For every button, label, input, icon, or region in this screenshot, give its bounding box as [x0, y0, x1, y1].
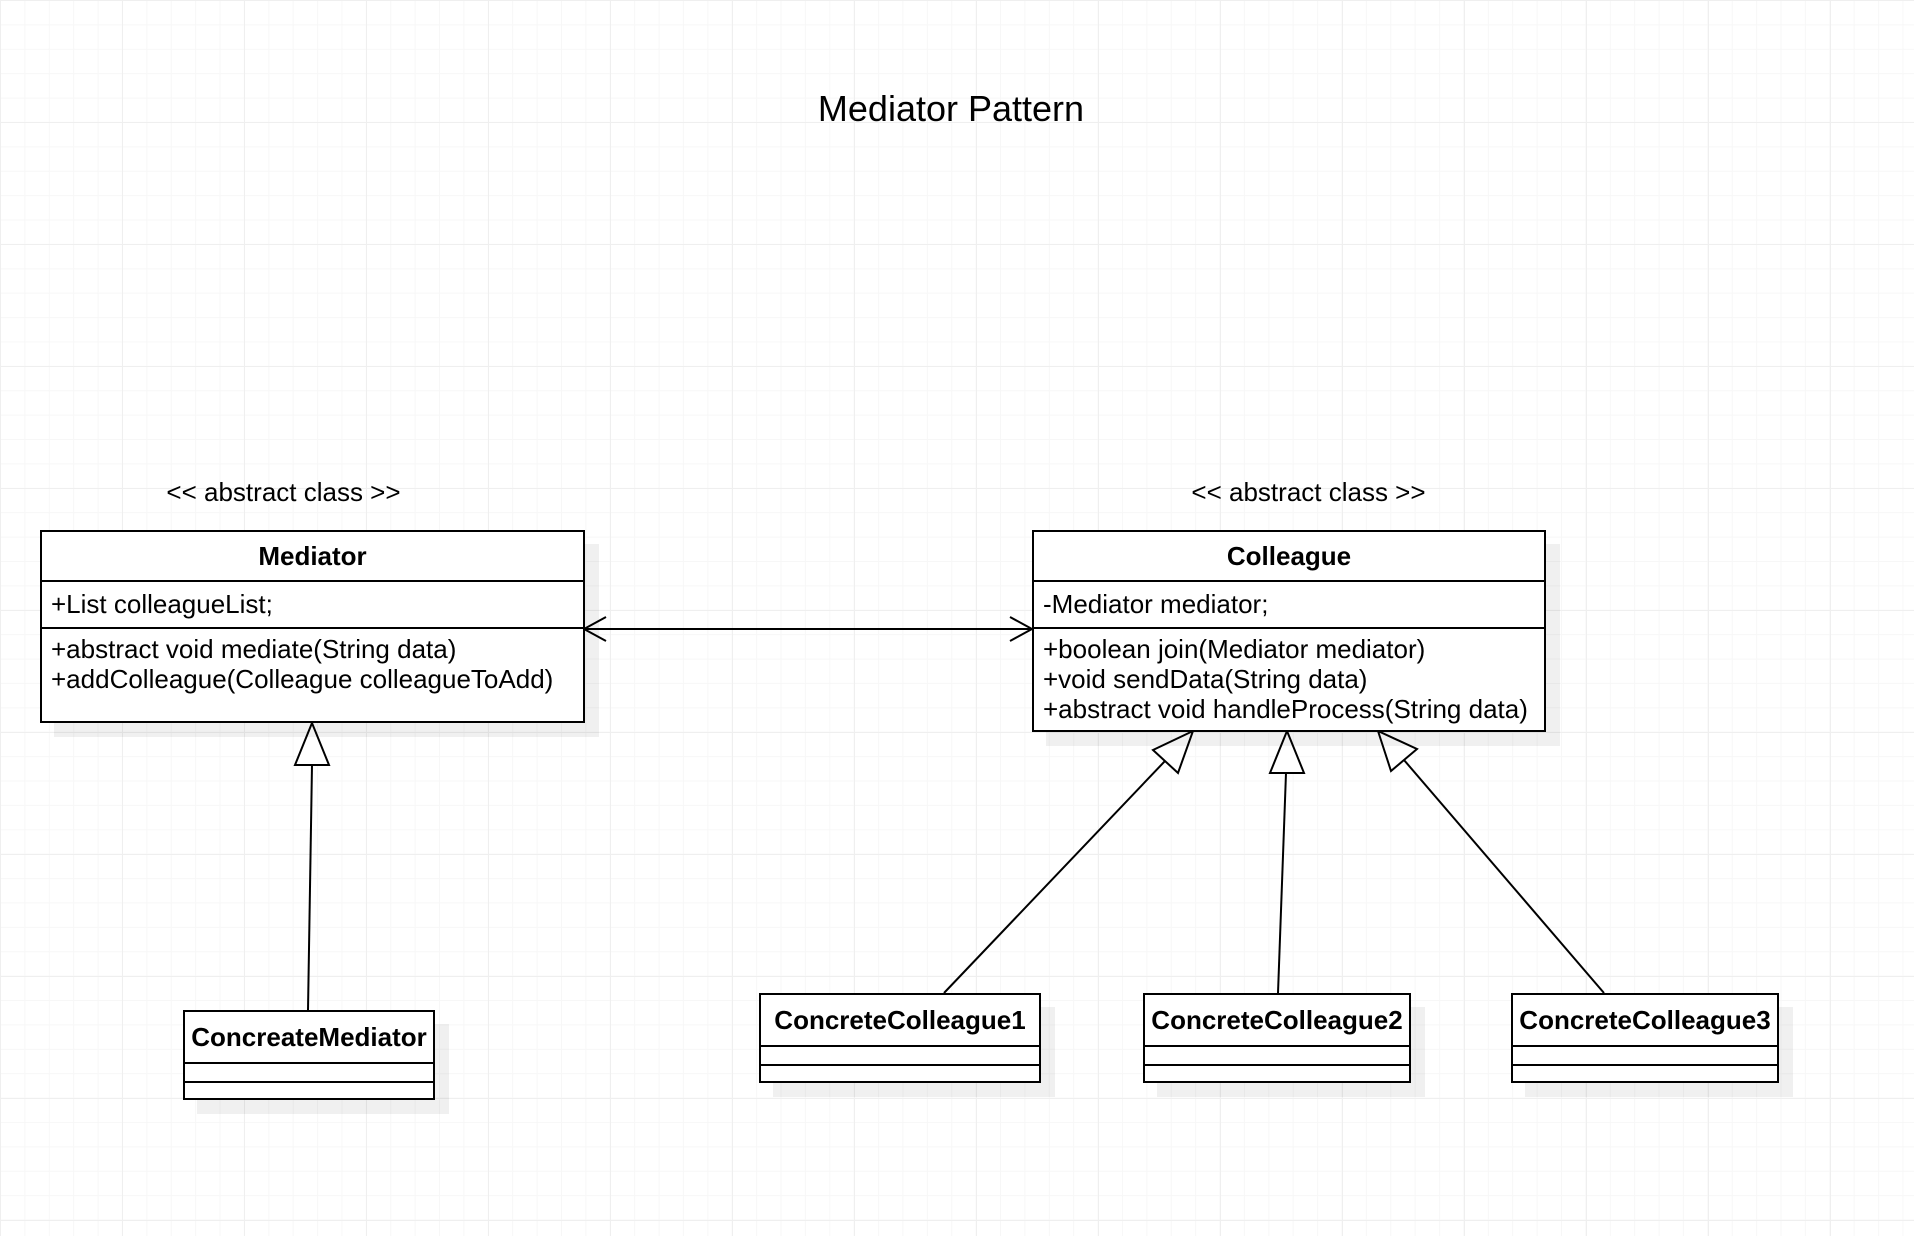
operation: +addColleague(Colleague colleagueToAdd) [51, 664, 554, 694]
operation: +boolean join(Mediator mediator) [1043, 634, 1426, 664]
class-concretecolleague1[interactable]: ConcreteColleague1 [759, 993, 1041, 1083]
generalization-concreatemediator-mediator[interactable] [293, 720, 331, 1011]
class-name: Mediator [42, 532, 583, 582]
class-name: ConcreteColleague1 [761, 995, 1039, 1047]
generalization-triangle [1268, 728, 1306, 774]
class-attributes: -Mediator mediator; [1034, 582, 1544, 629]
diagram-title: Mediator Pattern [817, 88, 1085, 129]
generalization-concretecolleague1-colleague[interactable] [943, 729, 1195, 994]
class-attributes [185, 1064, 433, 1083]
generalization-concretecolleague2-colleague[interactable] [1268, 728, 1306, 994]
attribute: -Mediator mediator; [1043, 589, 1269, 619]
class-attributes: +List colleagueList; [42, 582, 583, 629]
class-concretecolleague3[interactable]: ConcreteColleague3 [1511, 993, 1779, 1083]
class-name: Colleague [1034, 532, 1544, 582]
class-concretecolleague2[interactable]: ConcreteColleague2 [1143, 993, 1411, 1083]
class-name: ConcreteColleague2 [1145, 995, 1409, 1047]
operation: +abstract void handleProcess(String data… [1043, 694, 1528, 724]
generalization-concretecolleague3-colleague[interactable] [1376, 729, 1605, 994]
class-operations: +boolean join(Mediator mediator) +void s… [1034, 629, 1544, 724]
generalization-triangle [293, 720, 331, 766]
operation: +void sendData(String data) [1043, 664, 1368, 694]
generalization-triangle [1151, 729, 1195, 775]
mediator-stereotype: << abstract class >> [166, 477, 401, 507]
class-concreatemediator[interactable]: ConcreateMediator [183, 1010, 435, 1100]
class-mediator[interactable]: Mediator +List colleagueList; +abstract … [40, 530, 585, 723]
class-attributes [1145, 1047, 1409, 1066]
class-colleague[interactable]: Colleague -Mediator mediator; +boolean j… [1032, 530, 1546, 732]
attribute: +List colleagueList; [51, 589, 273, 619]
class-attributes [1513, 1047, 1777, 1066]
generalization-triangle [1376, 729, 1419, 773]
colleague-stereotype: << abstract class >> [1191, 477, 1426, 507]
class-name: ConcreateMediator [185, 1012, 433, 1064]
operation: +abstract void mediate(String data) [51, 634, 457, 664]
class-attributes [761, 1047, 1039, 1066]
class-name: ConcreteColleague3 [1513, 995, 1777, 1047]
class-operations: +abstract void mediate(String data) +add… [42, 629, 583, 694]
association-mediator-colleague[interactable] [581, 616, 1035, 642]
